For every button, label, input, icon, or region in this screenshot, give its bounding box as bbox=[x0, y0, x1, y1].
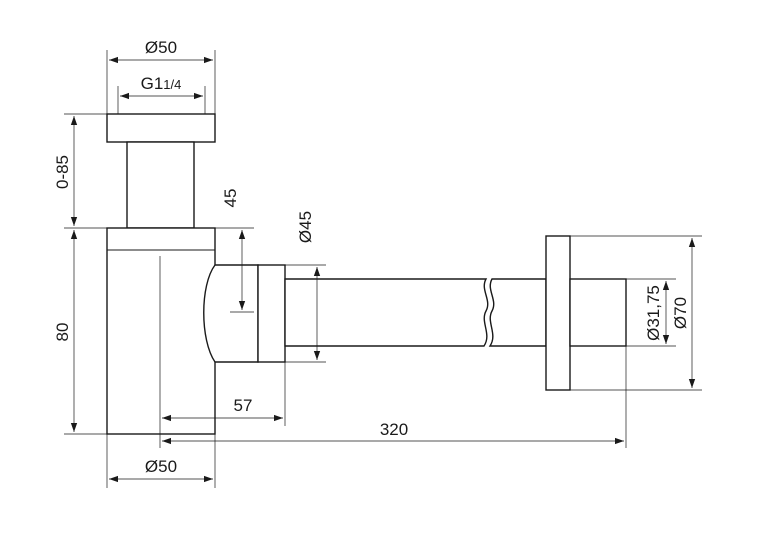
adjustable-tube bbox=[126, 141, 195, 229]
pipe-diameter-label: Ø45 bbox=[296, 211, 315, 243]
dim-body-height: 80 bbox=[53, 230, 107, 435]
trap-body bbox=[106, 227, 216, 435]
dim-flange-diameter: Ø70 bbox=[570, 235, 702, 391]
dim-total-length: 320 bbox=[162, 346, 627, 448]
flange-diameter-label: Ø70 bbox=[671, 297, 690, 329]
trap-parts bbox=[106, 113, 627, 448]
svg-text:G11/4: G11/4 bbox=[141, 74, 182, 93]
wall-tube bbox=[569, 278, 627, 347]
height-adjust-label: 0-85 bbox=[53, 155, 72, 189]
thread-label: G1 bbox=[141, 74, 164, 93]
outlet-depth-label: 57 bbox=[234, 396, 253, 415]
dim-outlet-height: 45 bbox=[215, 189, 254, 313]
dim-pipe-diameter: Ø45 bbox=[285, 211, 326, 363]
outlet-nut bbox=[257, 264, 286, 363]
outlet-height-label: 45 bbox=[221, 189, 240, 208]
top-diameter-label: Ø50 bbox=[145, 38, 177, 57]
dim-thread: G11/4 bbox=[117, 74, 206, 114]
dim-bottom-diameter: Ø50 bbox=[106, 434, 216, 488]
total-length-label: 320 bbox=[380, 420, 408, 439]
dim-outlet-depth: 57 bbox=[162, 362, 286, 426]
top-cap bbox=[106, 113, 216, 143]
outlet-bulge bbox=[203, 264, 259, 363]
dim-height-adjust: 0-85 bbox=[53, 113, 107, 229]
wall-flange bbox=[545, 235, 571, 391]
bottom-diameter-label: Ø50 bbox=[145, 457, 177, 476]
body-height-label: 80 bbox=[53, 323, 72, 342]
thread-fraction: 1/4 bbox=[163, 77, 181, 92]
wall-pipe-diameter-label: Ø31,75 bbox=[644, 285, 663, 341]
horizontal-pipe-right bbox=[488, 278, 547, 347]
dim-top-diameter: Ø50 bbox=[106, 38, 216, 114]
dim-wall-pipe-diameter: Ø31,75 bbox=[626, 278, 676, 347]
horizontal-pipe-left bbox=[284, 278, 489, 347]
